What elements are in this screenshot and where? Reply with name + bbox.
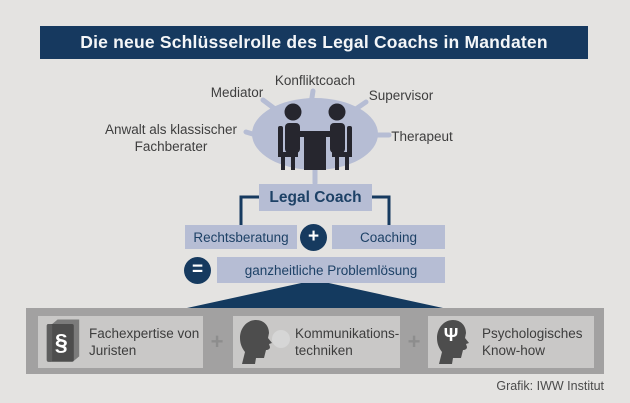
title-bar: Die neue Schlüsselrolle des Legal Coachs… — [40, 26, 588, 59]
plus-circle-icon: + — [300, 224, 327, 251]
foundation-tile-psychologie: Ψ Psychologisches Know-how — [428, 316, 594, 368]
two-people-at-table-icon — [278, 103, 352, 170]
foundation-text: Fachexpertise von Juristen — [89, 325, 199, 359]
role-label-anwalt-line1: Anwalt als klassischer — [104, 122, 238, 137]
foundation-line1: Psychologisches — [482, 326, 583, 341]
role-label-mediator: Mediator — [210, 85, 264, 100]
foundation-tile-fachexpertise: § Fachexpertise von Juristen — [38, 316, 203, 368]
page-title: Die neue Schlüsselrolle des Legal Coachs… — [80, 32, 548, 52]
role-label-anwalt: Anwalt als klassischer Fachberater — [105, 121, 237, 155]
foundation-line2: Juristen — [89, 343, 137, 358]
funnel-triangle — [187, 280, 443, 308]
foundation-plus-1: + — [210, 329, 224, 354]
coaching-box: Coaching — [332, 225, 445, 249]
role-label-therapeut: Therapeut — [391, 129, 453, 144]
speaking-head-icon — [240, 320, 290, 364]
credit-text: Grafik: IWW Institut — [496, 379, 604, 393]
foundation-tile-kommunikation: Kommunikations- techniken — [233, 316, 400, 368]
law-book-icon: § — [46, 319, 80, 362]
foundation-line1: Kommunikations- — [295, 326, 400, 341]
paragraph-symbol: § — [55, 329, 68, 355]
rechtsberatung-box: Rechtsberatung — [185, 225, 297, 249]
foundation-line1: Fachexpertise von — [89, 326, 200, 341]
psychology-head-icon: Ψ — [437, 320, 469, 364]
legal-coach-box: Legal Coach — [259, 184, 372, 211]
foundation-plus-2: + — [407, 329, 421, 354]
role-label-konfliktcoach: Konfliktcoach — [274, 73, 356, 88]
result-box: ganzheitliche Problemlösung — [217, 257, 445, 283]
foundation-line2: techniken — [295, 343, 353, 358]
psi-symbol: Ψ — [444, 325, 459, 345]
role-label-supervisor: Supervisor — [368, 88, 434, 103]
foundation-line2: Know-how — [482, 343, 546, 358]
foundation-text: Psychologisches Know-how — [482, 325, 583, 359]
role-label-anwalt-line2: Fachberater — [134, 139, 208, 154]
equals-circle-icon: = — [184, 257, 211, 284]
foundation-text: Kommunikations- techniken — [295, 325, 399, 359]
